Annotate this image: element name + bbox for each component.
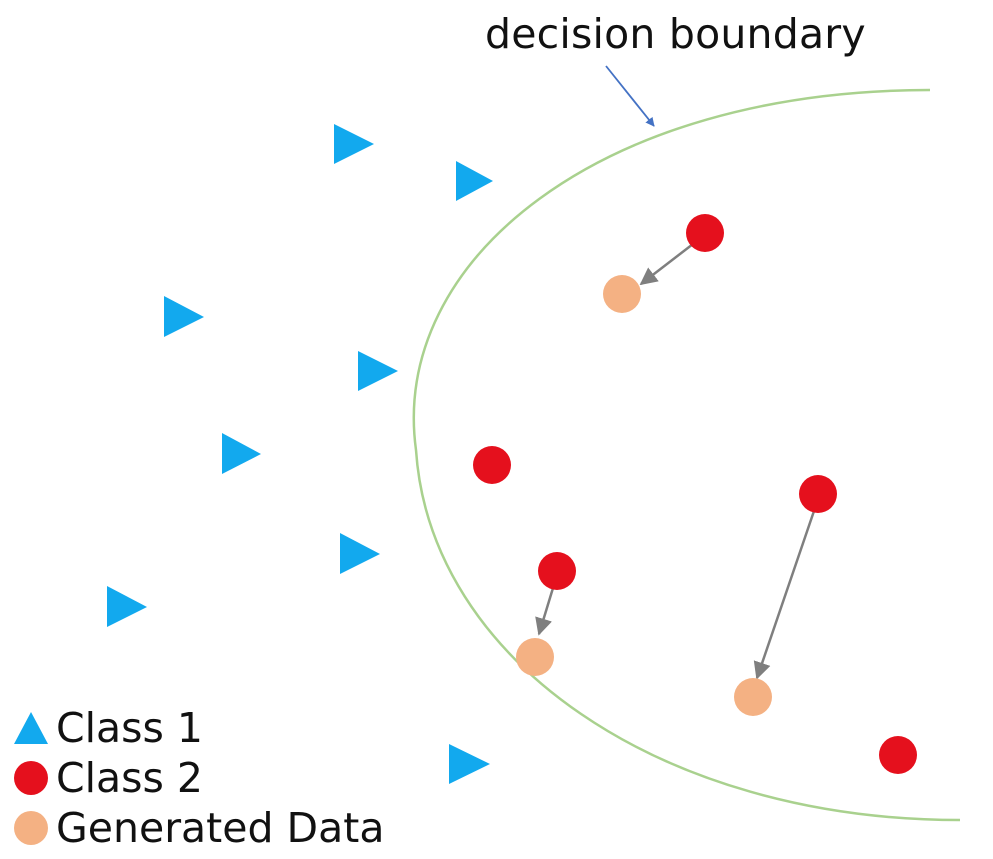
class-2-point [686,214,724,252]
class-1-point [222,433,261,474]
class-2-point [879,736,917,774]
generation-arrows [535,243,816,680]
class-1-point [164,296,204,337]
generated-point [603,275,641,313]
generated-points [516,275,772,716]
class-1-points [107,124,493,784]
generation-arrow [753,510,816,680]
decision-boundary-label: decision boundary [485,10,866,58]
class-2-point [799,475,837,513]
class-1-point [358,351,398,391]
generation-arrow [639,243,694,286]
class-1-point [334,124,374,164]
legend-label: Class 2 [56,753,203,802]
legend: Class 1 Class 2 Generated Data [12,703,384,853]
class-1-point [449,744,490,784]
generated-point [734,678,772,716]
class-1-point [456,161,493,201]
class-1-point [340,533,380,574]
generation-arrow [535,587,555,636]
triangle-icon [12,708,56,748]
orange-circle-icon [12,808,56,848]
class-2-point [538,552,576,590]
legend-item-generated-data: Generated Data [12,803,384,853]
red-circle-icon [12,758,56,798]
legend-item-class-2: Class 2 [12,753,384,803]
class-1-point [107,586,147,627]
decision-boundary-curve [412,88,961,822]
legend-label: Class 1 [56,703,203,752]
annotation-arrow [605,65,655,127]
generated-point [516,638,554,676]
legend-item-class-1: Class 1 [12,703,384,753]
legend-label: Generated Data [56,803,385,852]
class-2-points [473,214,917,774]
class-2-point [473,446,511,484]
